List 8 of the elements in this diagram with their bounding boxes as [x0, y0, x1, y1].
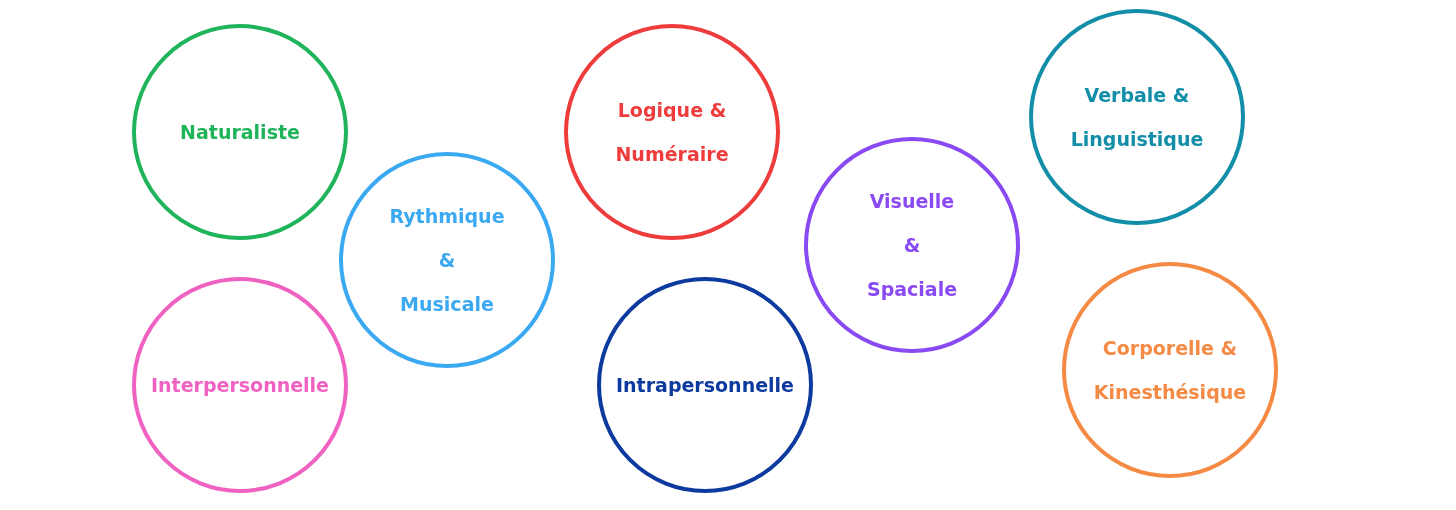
- intelligence-label: Naturaliste: [180, 120, 300, 145]
- intelligence-label: Corporelle & Kinesthésique: [1093, 336, 1247, 405]
- intelligence-label: Rythmique & Musicale: [389, 204, 505, 317]
- intelligence-label: Logique & Numéraire: [615, 98, 729, 167]
- intelligence-label: Intrapersonnelle: [616, 373, 794, 398]
- intelligence-label: Visuelle & Spaciale: [866, 189, 958, 302]
- intelligence-label: Verbale & Linguistique: [1070, 83, 1204, 152]
- intelligence-label: Interpersonnelle: [151, 373, 329, 398]
